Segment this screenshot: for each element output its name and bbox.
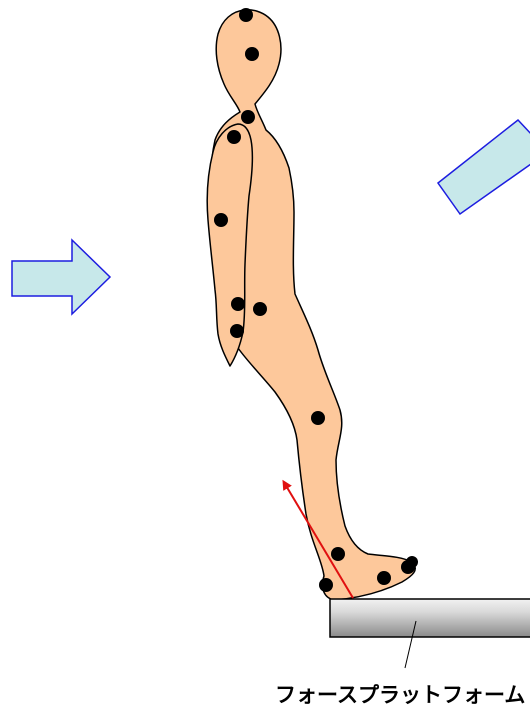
marker-elbow (214, 213, 228, 227)
marker-heel (319, 578, 333, 592)
marker-ankle (331, 547, 345, 561)
block-arrow-right-icon (12, 240, 110, 314)
marker-wrist-a (231, 297, 245, 311)
force-platform-label: フォースプラットフォーム (275, 683, 525, 707)
marker-knee (311, 411, 325, 425)
marker-neck (241, 110, 255, 124)
force-platform (330, 599, 530, 637)
marker-midfoot (377, 571, 391, 585)
marker-head-side (245, 47, 259, 61)
marker-shoulder (227, 130, 241, 144)
marker-toe-b (406, 556, 418, 568)
marker-wrist-b (230, 324, 244, 338)
marker-hip (253, 302, 267, 316)
marker-head-top (239, 8, 253, 22)
block-arrow-diagonal-icon (438, 120, 530, 214)
